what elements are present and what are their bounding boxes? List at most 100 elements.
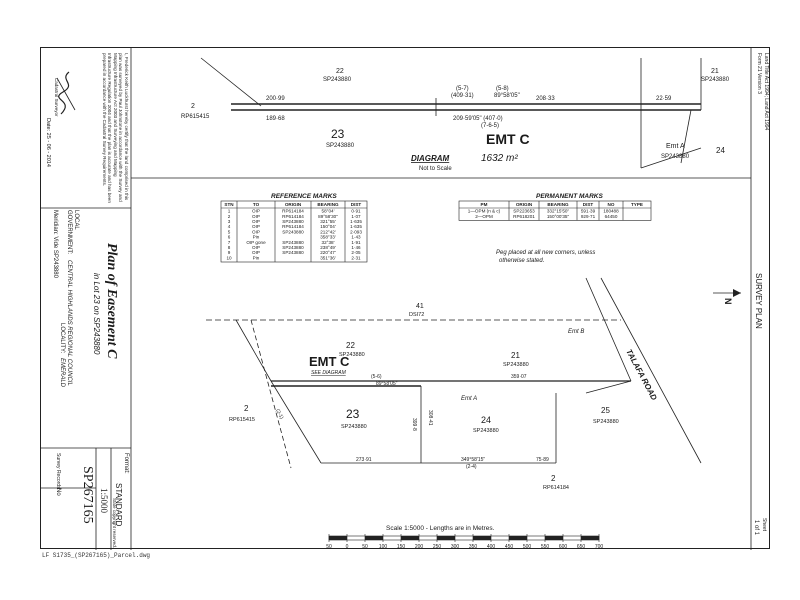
scale-tick-label: 50 xyxy=(326,544,332,550)
scale-segment xyxy=(473,536,491,540)
diagram-area: 1632 m² xyxy=(481,153,518,164)
lot2-west-plan: RP615415 xyxy=(229,417,255,423)
easement-diagram xyxy=(200,57,702,169)
plan-subtitle: in Lot 23 on SP243880 xyxy=(92,273,101,355)
scale-caption: Scale 1:5000 - Lengths are in Metres. xyxy=(386,525,495,532)
ref-marks-cell: 3 xyxy=(228,219,231,224)
diagram-dim-4: (409·31) xyxy=(451,93,474,99)
scale-tick-label: 650 xyxy=(577,544,586,550)
ref-marks-cell: RP614184 xyxy=(282,224,304,229)
scale-tick-label: 100 xyxy=(379,544,388,550)
perm-marks-cell: RP618201 xyxy=(513,214,535,219)
diagram-lot2-plan: RP615415 xyxy=(181,114,210,120)
lot41-dsl: DSI72 xyxy=(409,312,424,318)
survey-records-label: Survey Records: xyxy=(55,453,61,490)
ref-marks-cell: SP243880 xyxy=(282,240,304,245)
perm-marks-header: PM xyxy=(481,202,488,207)
lot24-number: 24 xyxy=(481,415,491,425)
main-dim-2: 89°58'05" xyxy=(376,381,398,387)
ref-marks-cell: 7 xyxy=(228,240,231,245)
ref-marks-cell: 32°38' xyxy=(322,240,335,245)
format-label: Format: xyxy=(123,453,129,474)
perm-marks-cell: 180488 xyxy=(603,209,619,214)
main-dim-1: (5-6) xyxy=(371,374,382,380)
ref-marks-header: DIST xyxy=(351,202,362,207)
north-arrow-icon: N xyxy=(713,289,741,305)
ref-marks-cell: 2·093 xyxy=(350,229,362,234)
perm-marks-cell: SP223653 xyxy=(513,209,535,214)
ref-marks-cell: 1·46 xyxy=(351,245,361,250)
local-government-label: LOCAL xyxy=(73,210,79,230)
peg-note-line1: Peg placed at all new corners, unless xyxy=(496,250,595,256)
diagram-lot23-plan: SP243880 xyxy=(326,143,355,149)
diagram-easement: EMT C xyxy=(486,131,530,147)
diagram-label: DIAGRAM xyxy=(411,154,450,163)
scale-value: 1:5000 xyxy=(99,488,109,514)
perm-marks-header: TYPE xyxy=(631,202,643,207)
perm-marks-cell: 1—OPM (n & c) xyxy=(468,209,501,214)
lot2-south-number: 2 xyxy=(551,474,556,483)
lot25-number: 25 xyxy=(601,406,610,415)
ref-marks-cell: 351°36' xyxy=(320,255,336,260)
ref-marks-cell: 1·635 xyxy=(350,219,362,224)
scale-tick-label: 700 xyxy=(595,544,604,550)
scale-tick-label: 550 xyxy=(541,544,550,550)
ref-marks-cell: OIP gone xyxy=(246,240,266,245)
ref-marks-cell: OIP xyxy=(252,214,260,219)
ref-marks-cell: 2·31 xyxy=(351,255,361,260)
scale-tick-label: 200 xyxy=(415,544,424,550)
ref-marks-cell: 2 xyxy=(228,214,231,219)
ref-marks-cell: 8 xyxy=(228,245,231,250)
ref-marks-cell: OIP xyxy=(252,224,260,229)
ref-marks-cell: OIP xyxy=(252,209,260,214)
diagram-lot22: 22 xyxy=(336,68,344,75)
perm-marks-header: DIST xyxy=(583,202,594,207)
diagram-dim-1: 200·99 xyxy=(266,96,285,102)
ref-marks-cell: Pin xyxy=(253,235,260,240)
ref-marks-cell: 9 xyxy=(228,250,231,255)
diagram-lot23: 23 xyxy=(331,127,345,141)
ref-marks-cell: 2·05 xyxy=(351,250,361,255)
diagram-dim-7: 209·59'05" (407·0) xyxy=(453,116,503,122)
perm-marks-header: BEARING xyxy=(547,202,569,207)
lot24-plan: SP243880 xyxy=(473,428,499,434)
main-dim-4: 273·91 xyxy=(356,457,372,463)
scale-segment xyxy=(581,536,599,540)
ref-marks-frame xyxy=(220,200,368,263)
sheet-label: Sheet xyxy=(761,518,767,532)
ref-marks-cell: SP243880 xyxy=(282,229,304,234)
main-dim-8: 399·8 xyxy=(411,418,417,431)
ref-marks-cell: 1 xyxy=(228,209,231,214)
scale-tick-label: 50 xyxy=(362,544,368,550)
lot41-number: 41 xyxy=(416,303,424,310)
survey-records-value: No xyxy=(55,488,61,496)
diagram-lot24: 24 xyxy=(716,146,725,155)
diagram-lot21: 21 xyxy=(711,68,719,75)
diagram-dim-2: 189·68 xyxy=(266,116,285,122)
scale-tick-label: 350 xyxy=(469,544,478,550)
copyright-note: State copyright reserved. xyxy=(112,498,117,549)
north-label: N xyxy=(723,298,733,305)
emt-b-label: Emt B xyxy=(568,329,584,335)
scale-tick-label: 300 xyxy=(451,544,460,550)
ref-marks-cell: 358°33' xyxy=(320,235,336,240)
ref-marks-cell: 58°04' xyxy=(322,209,335,214)
perm-marks-frame xyxy=(458,200,652,221)
plan-sheet: 22 SP243880 21 SP243880 23 SP243880 24 S… xyxy=(40,47,770,550)
ref-marks-header: BEARING xyxy=(317,202,339,207)
main-easement-label: EMT C xyxy=(309,354,350,369)
scale-bar: Scale 1:5000 - Lengths are in Metres. 50… xyxy=(326,525,603,550)
title-block xyxy=(41,48,752,550)
plan-number: SP267165 xyxy=(80,466,95,524)
diagram-note: Not to Scale xyxy=(419,166,452,172)
emt-a-label: Emt A xyxy=(461,396,477,402)
ref-marks-cell: 1·91 xyxy=(351,240,361,245)
ref-marks-cell: 6 xyxy=(228,235,231,240)
lot25-plan: SP243880 xyxy=(593,419,619,425)
ref-marks-cell: 89°58'30" xyxy=(318,214,338,219)
perm-marks-cell: 591·39 xyxy=(581,209,596,214)
scale-tick-label: 0 xyxy=(346,544,349,550)
ref-marks-cell: 321°55' xyxy=(320,219,336,224)
diagram-dim-8: (7-6-5) xyxy=(481,123,499,129)
scale-segment xyxy=(437,536,455,540)
